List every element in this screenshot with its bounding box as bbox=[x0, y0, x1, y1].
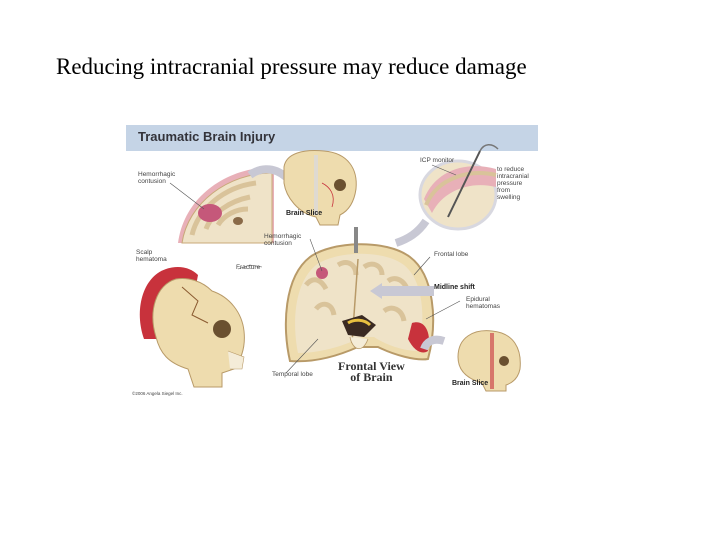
skull-top-center bbox=[283, 150, 357, 226]
figure-header bbox=[126, 125, 538, 151]
label-midline-shift: Midline shift bbox=[434, 284, 475, 291]
label-scalp-hematoma: Scalp hematoma bbox=[136, 249, 167, 263]
label-brain-slice-2: Brain Slice bbox=[452, 380, 489, 387]
hemorrhagic-contusion-mark-2 bbox=[316, 267, 328, 279]
arrow-from-inset bbox=[420, 335, 446, 351]
brain-injury-illustration bbox=[139, 144, 538, 392]
label-fracture: Fracture bbox=[236, 264, 261, 271]
label-frontal-lobe: Frontal lobe bbox=[434, 251, 469, 258]
brain-slice-top-left bbox=[178, 167, 274, 244]
label-temporal-lobe: Temporal lobe bbox=[272, 371, 313, 378]
figure-copyright: ©2006 Angela Siegel Inc. bbox=[132, 391, 183, 396]
icp-monitor-inset bbox=[418, 144, 499, 231]
icp-monitor-probe bbox=[447, 150, 481, 218]
label-frontal-view: Frontal View of Brain bbox=[338, 359, 405, 384]
icp-probe-center bbox=[354, 227, 358, 253]
figure-title: Traumatic Brain Injury bbox=[138, 129, 276, 144]
label-brain-slice-1: Brain Slice bbox=[286, 210, 323, 217]
label-to-reduce-pressure: to reduce intracranial pressure from swe… bbox=[497, 166, 529, 201]
head-with-scalp-hematoma bbox=[139, 267, 245, 388]
arrow-to-slice bbox=[247, 165, 289, 181]
skull-bottom-right bbox=[444, 321, 538, 392]
slide-title: Reducing intracranial pressure may reduc… bbox=[56, 54, 527, 79]
label-icp-monitor: ICP monitor bbox=[420, 157, 455, 164]
traumatic-brain-injury-figure: Traumatic Brain Injury bbox=[126, 125, 538, 399]
arrow-to-icp-inset bbox=[394, 218, 430, 247]
label-hemorrhagic-contusion-1: Hemorrhagic contusion bbox=[138, 171, 176, 185]
label-epidural-hematomas: Epidural hematomas bbox=[466, 296, 500, 310]
frontal-view-brain bbox=[284, 227, 435, 363]
label-hemorrhagic-contusion-2: Hemorrhagic contusion bbox=[264, 233, 302, 247]
hemorrhagic-contusion-mark-1 bbox=[198, 204, 222, 222]
leader-lines bbox=[169, 164, 461, 374]
fracture-line bbox=[181, 286, 209, 324]
